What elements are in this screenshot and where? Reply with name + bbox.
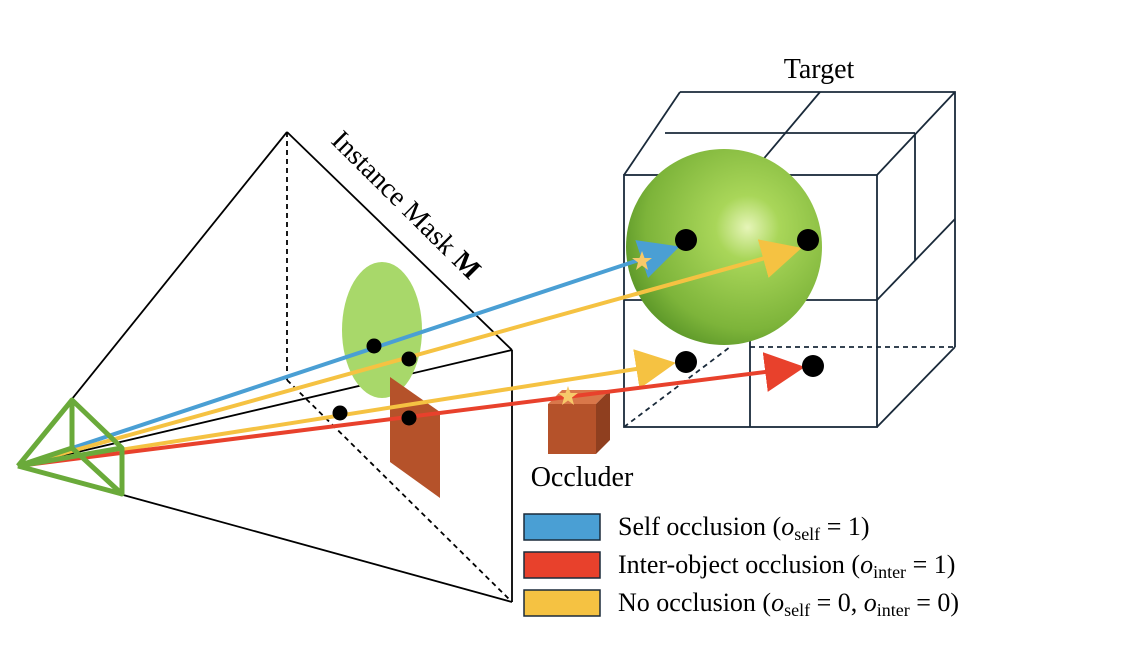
sample-points bbox=[332, 229, 824, 426]
svg-text:Instance MaskM: Instance MaskM bbox=[325, 125, 487, 286]
camera-icon bbox=[16, 397, 125, 497]
instance-mask-label: Instance MaskM bbox=[325, 125, 487, 286]
camera-frustum bbox=[17, 131, 513, 603]
legend-swatch bbox=[523, 551, 601, 579]
legend-entry: No occlusion (oself = 0, ointer = 0) bbox=[618, 588, 959, 620]
mask-occluder-region bbox=[390, 377, 440, 498]
instance-mask-ellipse bbox=[342, 262, 422, 398]
target-sphere bbox=[626, 149, 822, 345]
self-occlusion-ray bbox=[17, 240, 680, 468]
legend-entry: Inter-object occlusion (ointer = 1) bbox=[618, 550, 955, 582]
legend: Self occlusion (oself = 1) Inter-object o… bbox=[523, 512, 959, 620]
legend-swatch bbox=[523, 589, 601, 617]
target-label: Target bbox=[784, 54, 855, 85]
intersection-stars bbox=[558, 251, 652, 405]
legend-entry: Self occlusion (oself = 1) bbox=[618, 512, 870, 544]
legend-swatch bbox=[523, 513, 601, 541]
occluder-label: Occluder bbox=[531, 462, 634, 493]
